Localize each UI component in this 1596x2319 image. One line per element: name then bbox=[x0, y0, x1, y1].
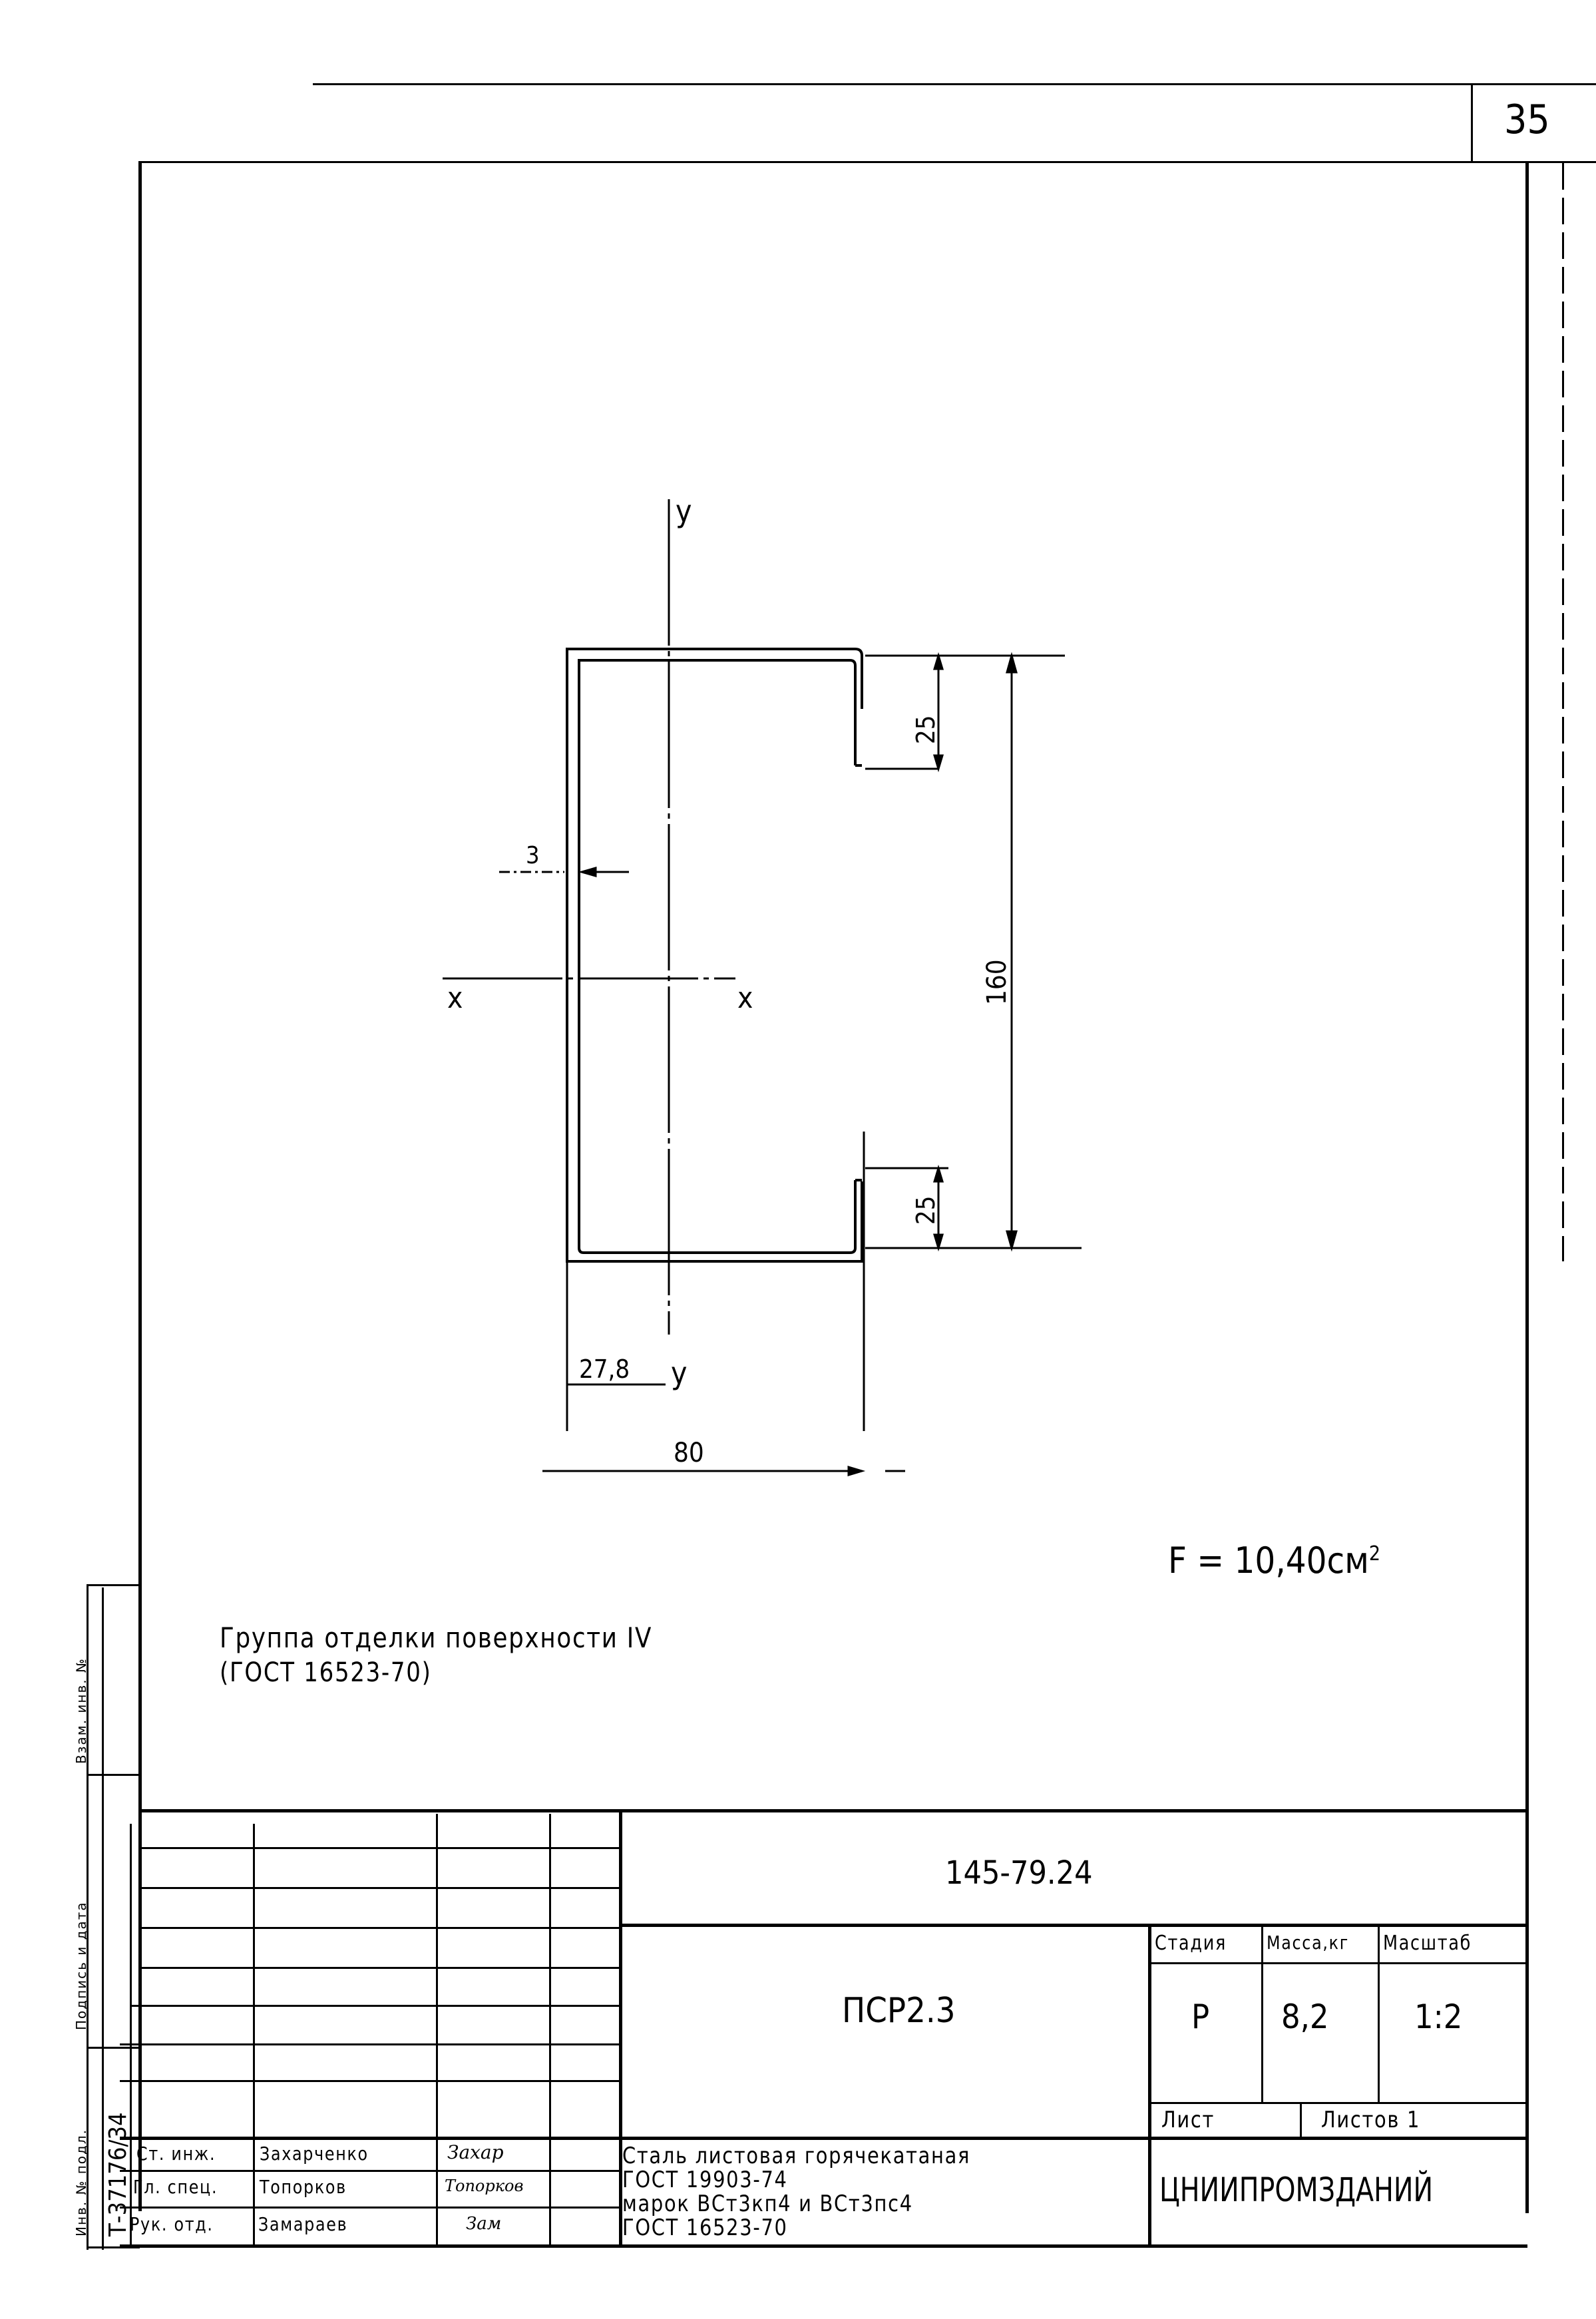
signature-name-3: Замараев bbox=[258, 2213, 348, 2235]
scale-header: Масштаб bbox=[1383, 1932, 1472, 1955]
axis-y-top-label: y bbox=[676, 493, 692, 529]
info-sheets-divider bbox=[1300, 2103, 1302, 2138]
mass-header: Масса,кг bbox=[1267, 1932, 1349, 1954]
info-col-divider-2 bbox=[1378, 1926, 1380, 2102]
info-col-divider-1 bbox=[1261, 1926, 1263, 2102]
side-label-signature-date: Подпись и дата bbox=[73, 1901, 89, 2030]
side-strip-outer-border bbox=[87, 1584, 89, 2250]
profile-inner-contour bbox=[578, 659, 857, 1254]
dim-height-label: 160 bbox=[982, 959, 1012, 1005]
dim-arrow-25-top-a bbox=[932, 652, 944, 670]
axis-y-bottom-label: y bbox=[671, 1355, 688, 1391]
sheet-label: Лист bbox=[1161, 2107, 1215, 2133]
page-number-cell-border bbox=[1471, 83, 1473, 163]
title-block-row-divider-1 bbox=[619, 1924, 1527, 1927]
area-superscript: 2 bbox=[1368, 1542, 1381, 1566]
organization-name: ЦНИИПРОМЗДАНИЙ bbox=[1159, 2171, 1434, 2209]
rev-grid-row-8 bbox=[120, 2170, 619, 2172]
side-strip-div1 bbox=[87, 1774, 140, 1776]
rev-grid-row-1 bbox=[140, 1847, 619, 1849]
signature-sign-1: Захар bbox=[447, 2141, 504, 2163]
dim-arrow-3 bbox=[578, 867, 597, 877]
product-name: ПСР2.3 bbox=[842, 1991, 956, 2031]
dim-arrow-25-bottom-b bbox=[932, 1233, 944, 1252]
title-block-top-border bbox=[140, 1809, 1527, 1812]
dim-arrow-160-bottom bbox=[1006, 1230, 1018, 1252]
rev-grid-row-7 bbox=[120, 2080, 619, 2082]
title-block-main-divider bbox=[619, 1810, 622, 2246]
rev-grid-col-2 bbox=[253, 1824, 255, 2246]
title-block-row-divider-2 bbox=[120, 2137, 1527, 2140]
top-strip-top-border bbox=[313, 83, 1596, 85]
material-line-3: марок ВСт3кп4 и ВСт3пс4 bbox=[622, 2191, 913, 2217]
profile-outer-contour bbox=[566, 648, 863, 1263]
signature-role-1: Ст. инж. bbox=[136, 2143, 216, 2165]
rev-grid-row-9 bbox=[120, 2207, 619, 2209]
note-finish-group: Группа отделки поверхности IV bbox=[220, 1621, 653, 1654]
dim-arrow-160-top bbox=[1006, 652, 1018, 674]
rev-grid-row-2 bbox=[140, 1887, 619, 1889]
info-header-divider bbox=[1148, 1962, 1527, 1964]
signature-name-1: Захарченко bbox=[260, 2143, 369, 2165]
title-block-info-divider bbox=[1148, 1924, 1151, 2246]
rev-grid-col-3 bbox=[436, 1814, 438, 2246]
signature-sign-3: Зам bbox=[466, 2214, 502, 2234]
rev-grid-row-5 bbox=[130, 2005, 619, 2007]
material-line-4: ГОСТ 16523-70 bbox=[622, 2214, 788, 2241]
dim-arrow-80 bbox=[847, 1465, 866, 1477]
mass-value: 8,2 bbox=[1281, 1998, 1329, 2036]
signature-role-2: Гл. спец. bbox=[133, 2176, 218, 2198]
dim-lip-top-label: 25 bbox=[911, 715, 940, 745]
material-line-2: ГОСТ 19903-74 bbox=[622, 2167, 788, 2193]
side-strip-top bbox=[87, 1584, 140, 1586]
page-number: 35 bbox=[1504, 97, 1550, 143]
side-strip-bottom bbox=[87, 2246, 140, 2248]
frame-right-dashed-edge bbox=[1562, 163, 1564, 1261]
axis-x-right-label: x bbox=[737, 981, 753, 1015]
dim-centroid-label: 27,8 bbox=[579, 1355, 630, 1384]
stage-value: Р bbox=[1191, 1998, 1210, 2036]
side-inventory-number: Т-37176/34 bbox=[104, 2112, 132, 2236]
stage-header: Стадия bbox=[1155, 1932, 1227, 1955]
title-block-bottom-border bbox=[120, 2244, 1527, 2248]
dim-width-label: 80 bbox=[674, 1438, 704, 1468]
sheets-label: Листов 1 bbox=[1321, 2107, 1421, 2133]
signature-name-2: Топорков bbox=[260, 2176, 347, 2198]
dim-lip-bottom-label: 25 bbox=[911, 1195, 940, 1225]
frame-right-border bbox=[1525, 163, 1529, 2213]
note-finish-standard: (ГОСТ 16523-70) bbox=[220, 1657, 432, 1688]
signature-role-3: Рук. отд. bbox=[130, 2213, 214, 2235]
rev-grid-row-6 bbox=[120, 2043, 619, 2045]
side-strip-col-divider bbox=[102, 1587, 104, 2250]
area-value: F = 10,40см bbox=[1168, 1540, 1369, 1581]
side-label-original-inventory: Инв. № подл. bbox=[73, 2129, 89, 2236]
dim-thickness-label: 3 bbox=[526, 842, 540, 869]
info-sheet-divider bbox=[1148, 2102, 1527, 2104]
material-line-1: Сталь листовая горячекатаная bbox=[622, 2143, 971, 2169]
rev-grid-col-1 bbox=[130, 1824, 132, 2246]
side-label-replacement-inventory: Взам. инв. № bbox=[73, 1657, 89, 1764]
axis-x-left-label: x bbox=[447, 981, 463, 1015]
top-strip-bottom-border bbox=[140, 161, 1596, 163]
rev-grid-row-4 bbox=[140, 1967, 619, 1969]
side-strip-div2 bbox=[87, 2047, 140, 2049]
signature-sign-2: Топорков bbox=[445, 2177, 524, 2195]
document-code: 145-79.24 bbox=[945, 1854, 1093, 1892]
rev-grid-row-3 bbox=[140, 1927, 619, 1929]
area-label: F = 10,40см2 bbox=[1168, 1543, 1380, 1579]
dim-arrow-25-top-b bbox=[932, 754, 944, 773]
frame-left-border bbox=[138, 161, 142, 2211]
dim-arrow-25-bottom-a bbox=[932, 1164, 944, 1183]
rev-grid-col-4 bbox=[549, 1814, 551, 2246]
scale-value: 1:2 bbox=[1414, 1998, 1463, 2036]
